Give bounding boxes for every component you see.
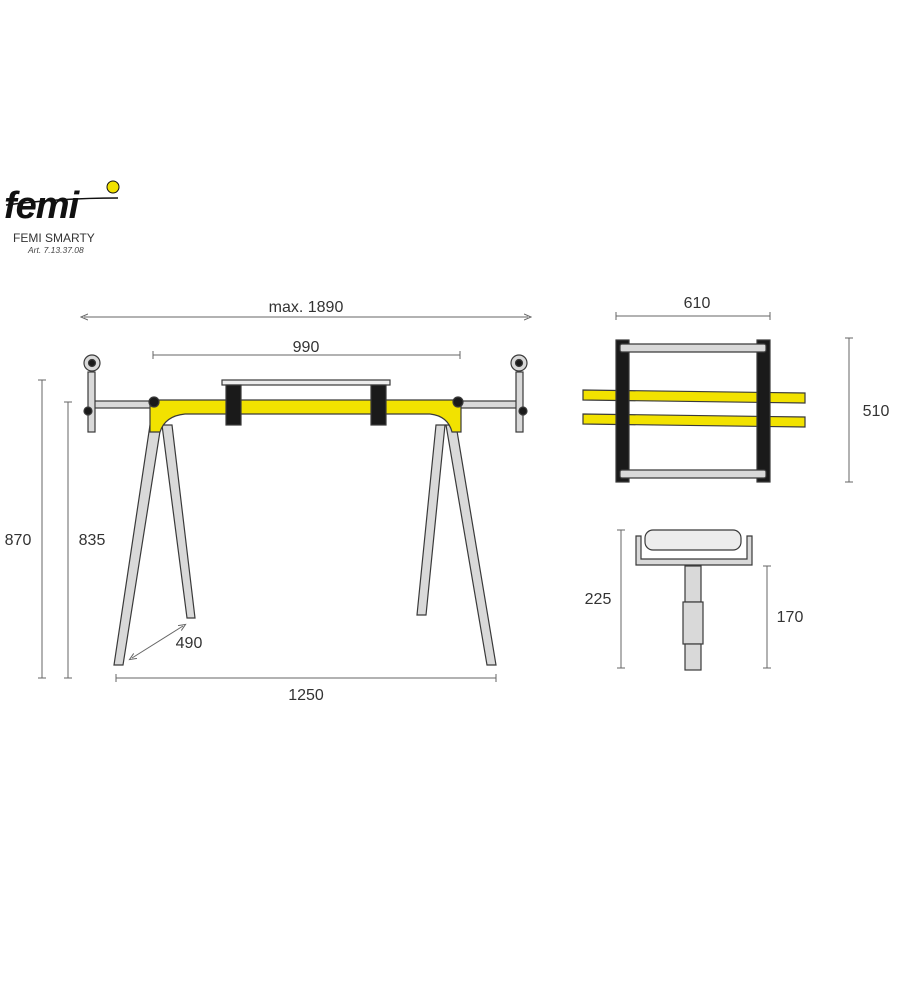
label-leg-spread: 490	[176, 635, 203, 652]
right-extension-bar	[457, 400, 521, 409]
logo-dot-icon	[106, 180, 120, 194]
work-surface-plate	[221, 379, 391, 386]
main-beam	[149, 399, 462, 433]
logo-swoosh	[5, 197, 119, 206]
support-sleeve	[682, 601, 704, 645]
stand-front-view	[83, 354, 528, 666]
label-total-height: 870	[5, 532, 32, 549]
label-max-length: max. 1890	[269, 299, 344, 316]
label-support-height: 225	[585, 591, 612, 608]
roller-frame-top-view	[582, 339, 806, 483]
left-legs	[113, 424, 196, 666]
support-upper-post	[684, 565, 702, 603]
right-clamp-block	[370, 384, 387, 426]
left-leg-front	[113, 424, 162, 666]
support-roller	[644, 529, 742, 551]
right-joint-knob	[452, 396, 464, 408]
article-number: Art. 7.13.37.08	[27, 245, 84, 255]
logo-wordmark: femi	[4, 185, 81, 227]
support-side-view	[635, 529, 753, 671]
label-beam-length: 990	[293, 339, 320, 356]
left-clamp-block	[225, 384, 242, 426]
right-leg-rear	[416, 424, 446, 616]
label-base-width: 1250	[288, 687, 324, 704]
left-extension-bar	[91, 400, 155, 409]
support-bracket	[635, 535, 753, 566]
frame-right-post	[756, 339, 771, 483]
support-lower-post	[684, 643, 702, 671]
label-post-height: 170	[777, 609, 804, 626]
support-dimension-lines	[617, 529, 771, 669]
femi-logo: femi	[4, 180, 120, 227]
right-end-support	[510, 354, 528, 433]
left-support-knob	[83, 406, 93, 416]
right-support-knob	[518, 406, 528, 416]
left-leg-rear	[161, 424, 196, 619]
frame-dimension-lines	[615, 312, 853, 483]
model-name: FEMI SMARTY	[13, 231, 95, 245]
left-end-support	[83, 354, 101, 433]
right-legs	[416, 424, 497, 666]
top-rail-upper	[582, 389, 806, 404]
left-joint-knob	[148, 396, 160, 408]
frame-left-post	[615, 339, 630, 483]
label-roller-depth: 510	[863, 403, 890, 420]
frame-bottom-bar	[619, 469, 767, 479]
top-rail-lower	[582, 413, 806, 428]
front-dimension-lines	[38, 317, 528, 682]
frame-top-bar	[619, 343, 767, 353]
dim-line-leg-spread	[132, 626, 183, 658]
label-beam-height: 835	[79, 532, 106, 549]
right-leg-front	[445, 424, 497, 666]
label-roller-width: 610	[684, 295, 711, 312]
